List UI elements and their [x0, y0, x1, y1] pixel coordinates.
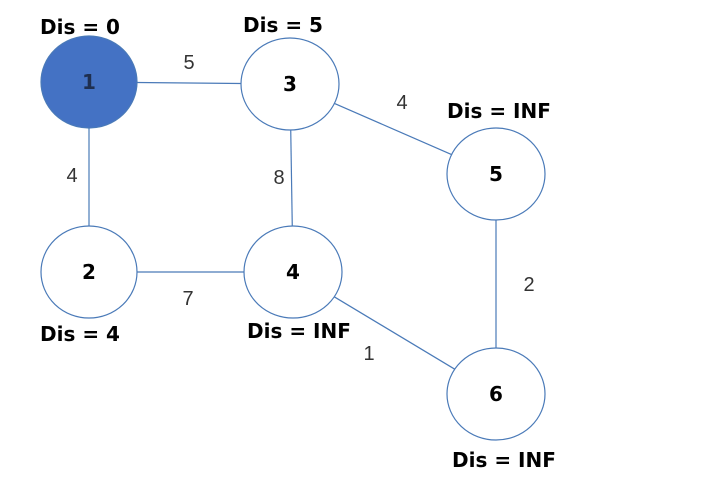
node-3-distance: Dis = 5 [243, 13, 323, 37]
node-5-circle [446, 127, 546, 221]
node-4-circle [243, 225, 343, 319]
node-2-distance: Dis = 4 [40, 322, 120, 346]
edge-weight-4-6: 1 [363, 343, 374, 365]
labels-layer: 5 4 8 4 7 2 1 Dis = 0 Dis = 4 Dis = 5 Dis = INF Dis… [40, 13, 556, 472]
edge-weight-3-5: 4 [396, 92, 407, 114]
node-5-distance: Dis = INF [447, 99, 551, 123]
node-1-circle [40, 35, 138, 129]
node-4-label: 4 [286, 260, 300, 284]
edge-weight-1-2: 4 [66, 165, 77, 187]
edge-weight-1-3: 5 [183, 52, 194, 74]
edge-weight-2-4: 7 [182, 288, 193, 310]
node-4: 4 [243, 225, 343, 319]
node-6-distance: Dis = INF [452, 448, 556, 472]
node-5-label: 5 [489, 162, 503, 186]
node-3-circle [240, 37, 340, 131]
node-2-label: 2 [82, 260, 96, 284]
node-6-circle [446, 347, 546, 441]
node-1: 1 [40, 35, 138, 129]
node-2: 2 [40, 225, 138, 319]
node-6: 6 [446, 347, 546, 441]
edge-weight-5-6: 2 [523, 274, 534, 296]
node-1-label: 1 [82, 70, 96, 94]
node-2-circle [40, 225, 138, 319]
node-6-label: 6 [489, 382, 503, 406]
edges-layer [88, 81, 497, 370]
edge-3-4 [290, 129, 293, 227]
node-1-distance: Dis = 0 [40, 15, 120, 39]
edge-1-3 [136, 81, 242, 85]
node-3: 3 [240, 37, 340, 131]
node-3-label: 3 [283, 72, 297, 96]
edge-weight-3-4: 8 [273, 167, 284, 189]
nodes-layer: 1 2 3 4 5 6 [40, 35, 546, 441]
edge-4-6 [333, 296, 456, 370]
node-5: 5 [446, 127, 546, 221]
edge-3-5 [334, 102, 452, 156]
node-4-distance: Dis = INF [247, 319, 351, 343]
